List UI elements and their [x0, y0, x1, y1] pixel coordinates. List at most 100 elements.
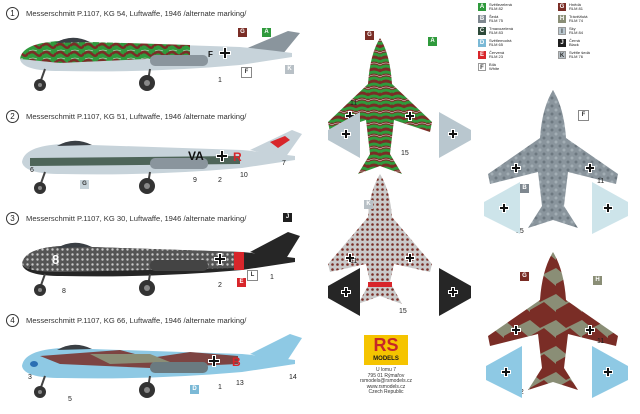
- underwing-light-left: [484, 182, 520, 234]
- legend-color-code: RLM 83: [489, 30, 504, 36]
- profile-2: 2 Messerschmitt P.1107, KG 51, Luftwaffe…: [0, 110, 305, 207]
- callout-tag-F: F: [578, 110, 589, 121]
- logo-line2: MODELS: [373, 356, 399, 362]
- legend-color-name: Bílá: [489, 62, 496, 67]
- callout-tag-E: E: [237, 278, 246, 287]
- fuselage-code: VA: [188, 149, 204, 163]
- side-view-aircraft-1: F: [20, 31, 300, 91]
- callout-14: 14: [289, 374, 297, 381]
- legend-color-name: Světlemodrá: [489, 38, 512, 43]
- legend-color-name: Hnědá: [569, 2, 581, 7]
- underwing-black-left: [328, 268, 360, 316]
- callout-1: 1: [270, 274, 274, 281]
- logo-line1: RS: [373, 335, 399, 355]
- profile-number: 1: [6, 7, 19, 20]
- profile-1: 1 Messerschmitt P.1107, KG 54, Luftwaffe…: [0, 7, 305, 104]
- legend-swatch: E: [478, 51, 486, 59]
- callout-2: 2: [218, 282, 222, 289]
- callout-1: 1: [218, 384, 222, 391]
- legend-color-name: Světlezelená: [489, 2, 512, 7]
- legend-color-code: White: [489, 66, 500, 72]
- fuselage-code: 8: [52, 252, 59, 267]
- callout-5: 5: [68, 396, 72, 403]
- legend-swatch: I: [558, 27, 566, 35]
- callout-7: 7: [282, 160, 286, 167]
- legend-swatch: K: [558, 51, 566, 59]
- underwing-grey-left: [328, 112, 360, 158]
- callout-tag-A: A: [262, 28, 271, 37]
- address-line: 795 01 Rýmařov: [367, 372, 405, 379]
- top-view-dotted: [328, 174, 432, 304]
- legend-color-name: Šedá: [489, 14, 499, 19]
- address-line: U lomu 7: [375, 367, 396, 373]
- callout-11: 11: [350, 100, 358, 107]
- underwing-blue-right: [592, 346, 628, 398]
- underwing-light-right: [592, 182, 628, 234]
- callout-tag-F: F: [241, 67, 252, 78]
- callout-6: 6: [30, 167, 34, 174]
- legend-swatch: D: [478, 39, 486, 47]
- legend-color-name: Světle šedá: [569, 50, 590, 55]
- callout-tag-K: K: [285, 65, 294, 74]
- callout-2: 2: [218, 177, 222, 184]
- legend-swatch: G: [558, 3, 566, 11]
- top-view-green-camo: [328, 38, 432, 174]
- callout-1: 1: [218, 77, 222, 84]
- legend-color-code: RLM 75: [489, 18, 504, 24]
- callout-3: 3: [28, 374, 32, 381]
- legend-color-code: RLM 74: [569, 18, 584, 24]
- underwing-grey-right: [439, 112, 471, 158]
- callout-tag-H: H: [593, 276, 602, 285]
- callout-tag-B: B: [520, 184, 529, 193]
- callout-10: 10: [240, 172, 248, 179]
- callout-15: 15: [399, 308, 407, 315]
- legend-color-name: Trávěžlutá: [569, 14, 588, 19]
- legend-swatch: J: [558, 39, 566, 47]
- svg-text:F: F: [208, 50, 213, 59]
- legend-color-name: Černá: [569, 38, 580, 43]
- legend-color-code: RLM 84: [569, 30, 584, 36]
- callout-15: 15: [401, 150, 409, 157]
- side-view-aircraft-4: B: [22, 334, 302, 398]
- callout-tag-L: L: [247, 270, 258, 281]
- legend-color-code: Black: [569, 42, 579, 48]
- callout-4: 4: [28, 266, 32, 273]
- callout-9: 9: [193, 177, 197, 184]
- callout-11: 11: [597, 178, 605, 185]
- fuselage-code-red: R: [233, 150, 242, 164]
- legend-color-code: RLM 23: [489, 54, 504, 60]
- callout-tag-G: G: [80, 180, 89, 189]
- profile-4: 4 Messerschmitt P.1107, KG 66, Luftwaffe…: [0, 314, 305, 411]
- top-view-brown-camo: [488, 252, 618, 390]
- callout-11: 11: [597, 338, 605, 345]
- profile-title: Messerschmitt P.1107, KG 51, Luftwaffe, …: [26, 112, 247, 121]
- profile-title: Messerschmitt P.1107, KG 54, Luftwaffe, …: [26, 9, 247, 18]
- legend-color-code: RLM 76: [569, 54, 584, 60]
- profile-number: 3: [6, 212, 19, 225]
- address-line: Czech Republic: [368, 389, 404, 396]
- legend-swatch: F: [478, 63, 486, 71]
- profile-number: 2: [6, 110, 19, 123]
- profile-number: 4: [6, 314, 19, 327]
- callout-tag-K: K: [364, 200, 373, 209]
- legend-swatch: B: [478, 15, 486, 23]
- legend-swatch: C: [478, 27, 486, 35]
- rs-models-logo: RS MODELS: [364, 335, 408, 365]
